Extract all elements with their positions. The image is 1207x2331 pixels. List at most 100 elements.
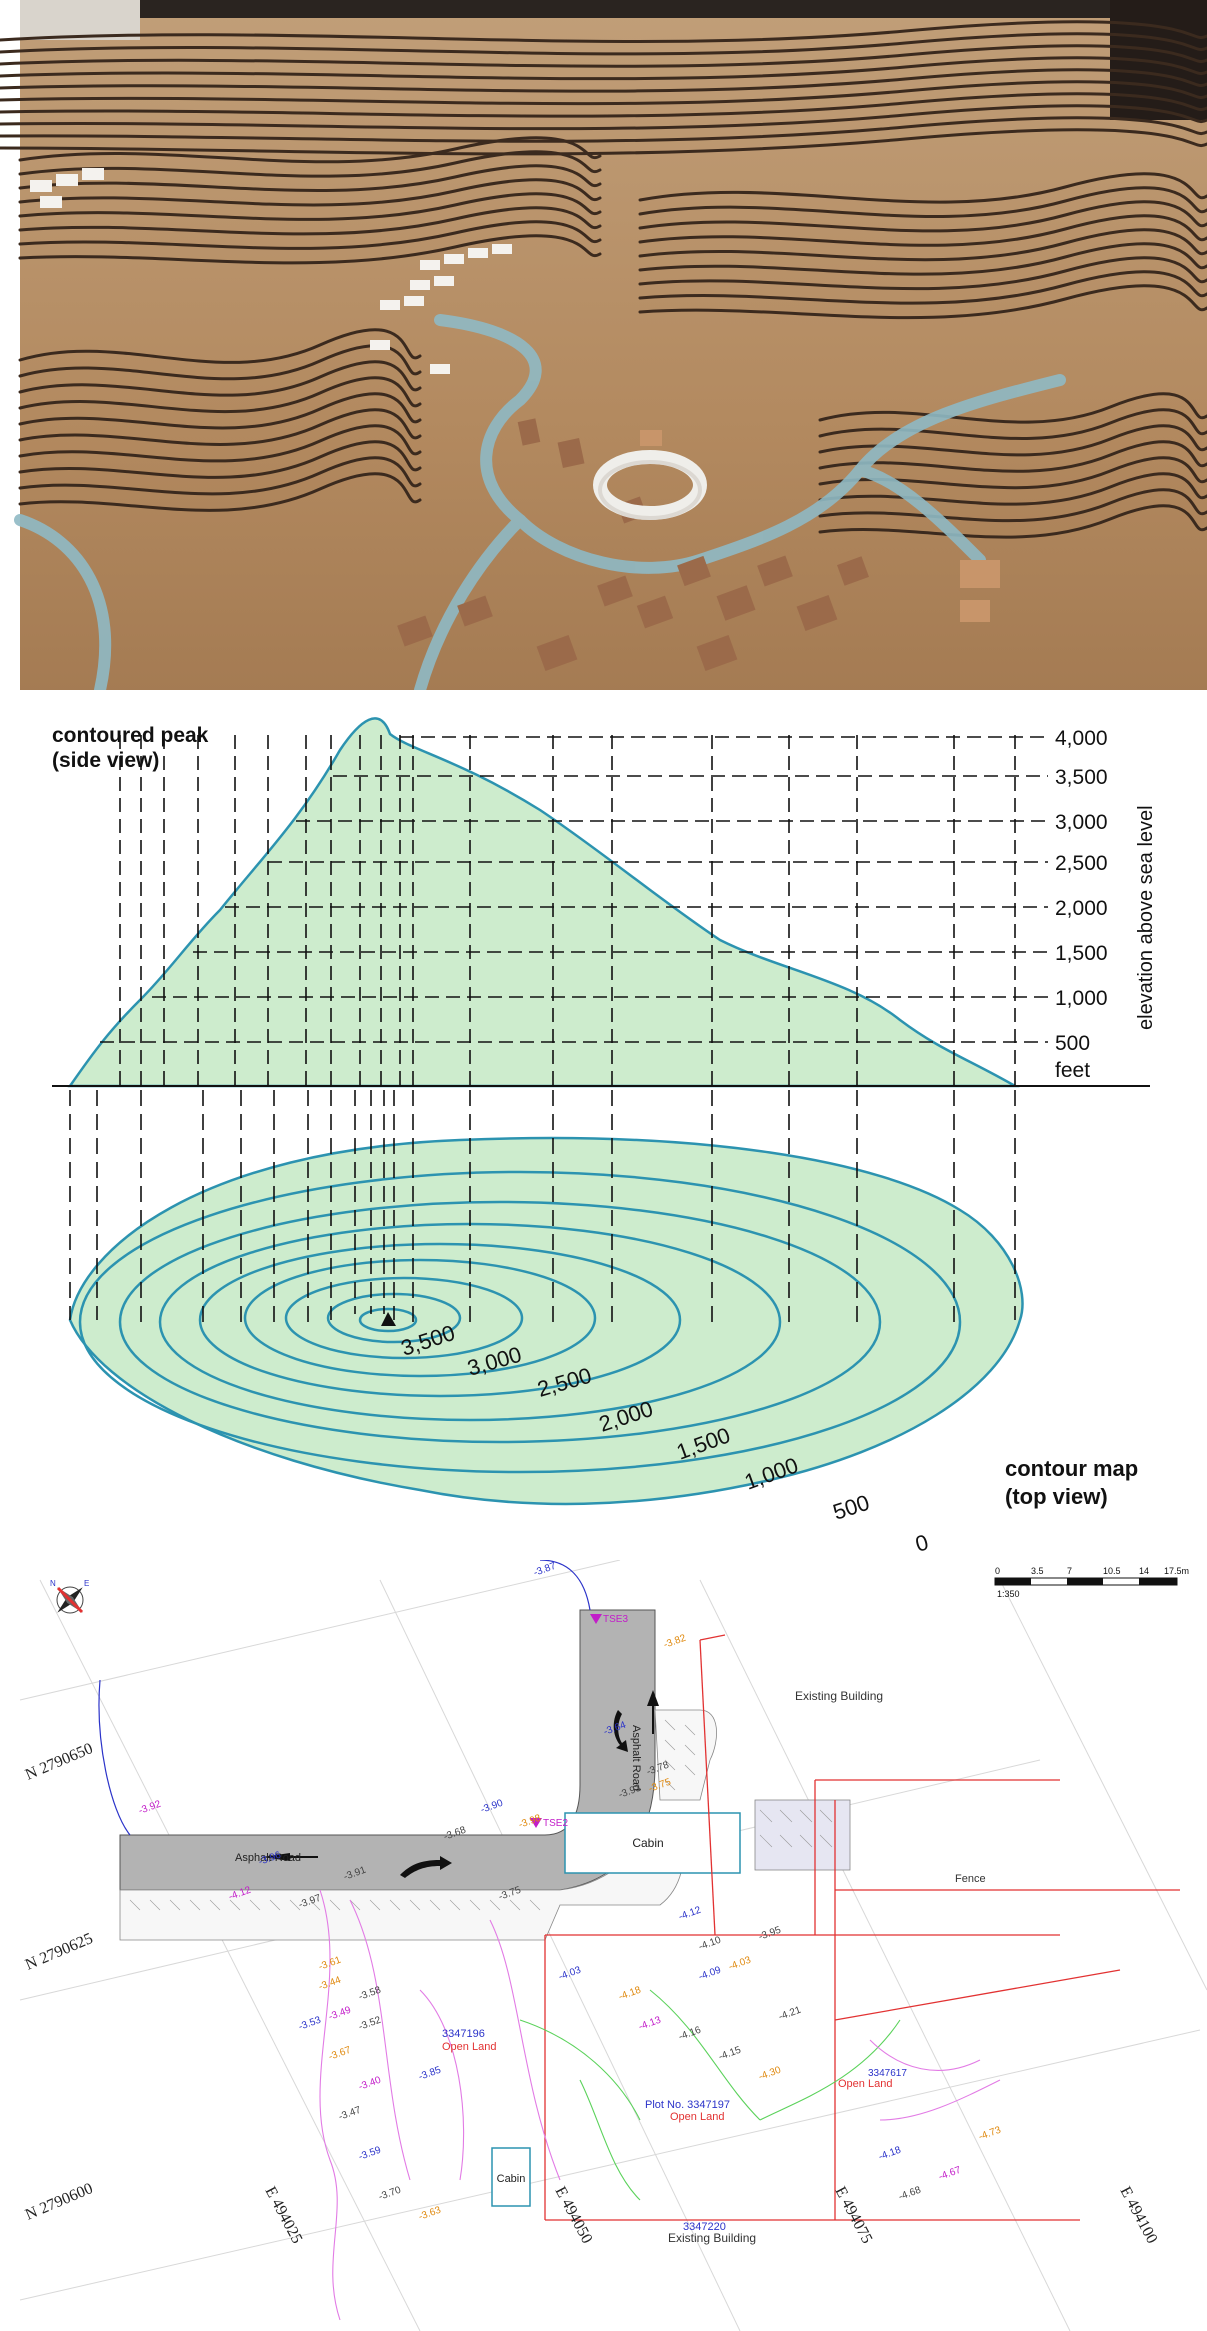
terrain-layer-edge bbox=[18, 150, 602, 178]
fence-label: Fence bbox=[955, 1873, 986, 1885]
contour-ring bbox=[243, 1258, 597, 1378]
spot-contours bbox=[319, 1889, 1001, 2321]
contour-0 bbox=[68, 1136, 1024, 1506]
stadium-ring bbox=[593, 450, 707, 520]
station-tse2-label: TSE2 bbox=[543, 1818, 568, 1829]
plot-boundaries bbox=[544, 1634, 1180, 2221]
road-label-vertical: Asphalt Road bbox=[630, 1725, 642, 1791]
terrain-layer-edge bbox=[18, 440, 422, 479]
summit-triangle-icon bbox=[381, 1312, 396, 1326]
elevation-label: 4,000 bbox=[1055, 727, 1108, 750]
terrain-layer-edge bbox=[18, 376, 422, 414]
terrain-layer-edge bbox=[818, 472, 1207, 506]
side-view-subtitle: (side view) bbox=[52, 749, 159, 772]
elevation-label: 3,500 bbox=[1055, 766, 1108, 789]
scale-ratio: 1:350 bbox=[997, 1589, 1020, 1599]
scale-tick-label: 0 bbox=[995, 1566, 1000, 1576]
terrain-layer-edge bbox=[0, 80, 1207, 106]
terrain-layer-edge bbox=[18, 234, 602, 265]
contour-ring bbox=[198, 1242, 682, 1398]
terrain-layer-edge bbox=[18, 360, 422, 397]
cabin-small-label: Cabin bbox=[497, 2173, 526, 2185]
white-houses bbox=[30, 168, 512, 374]
contour-ring bbox=[78, 1170, 962, 1474]
elevation-label: 2,500 bbox=[1055, 852, 1108, 875]
terrain-layer-edge bbox=[818, 456, 1207, 490]
scale-tick-label: 10.5 bbox=[1103, 1566, 1121, 1576]
terrain-layer-edge bbox=[638, 200, 1207, 233]
plot-mid-number: Plot No. 3347197 bbox=[645, 2099, 730, 2111]
projection-lines bbox=[69, 1090, 1016, 1330]
terrain-layer-edge bbox=[638, 228, 1207, 262]
terrain-layer-edge bbox=[638, 242, 1207, 276]
terrain-layer-edge bbox=[18, 408, 422, 446]
terrain-layer-edge bbox=[18, 328, 422, 364]
access-curve bbox=[539, 1560, 591, 1611]
paving-hatch bbox=[129, 1719, 833, 1911]
plot-left-number: 3347196 bbox=[442, 2028, 485, 2040]
terrain-layer-edge bbox=[18, 344, 422, 381]
svg-text:N: N bbox=[50, 1579, 56, 1588]
scale-tick-label: 14 bbox=[1139, 1566, 1149, 1576]
scale-tick-label: 17.5m bbox=[1164, 1566, 1189, 1576]
plot-left-use: Open Land bbox=[442, 2041, 496, 2053]
terrain-layer-edge bbox=[0, 32, 1207, 56]
terrain-layer-edge bbox=[0, 128, 1207, 156]
terrain-layer-edge bbox=[18, 206, 602, 236]
terrain-model-photo bbox=[0, 0, 1207, 690]
terrain-layer-edge bbox=[18, 472, 422, 512]
existing-building-bottom: Existing Building bbox=[668, 2231, 756, 2245]
terrain-layer-edge bbox=[638, 270, 1207, 305]
elevation-axis-label: elevation above sea level bbox=[1135, 805, 1157, 1030]
compass-rose-icon: N E bbox=[50, 1579, 89, 1614]
terrain-layer-edge bbox=[818, 424, 1207, 457]
elevation-label: 1,000 bbox=[1055, 987, 1108, 1010]
terrain-layer-edge bbox=[818, 504, 1207, 539]
terrain-layer-edge bbox=[18, 178, 602, 207]
top-view-subtitle: (top view) bbox=[1005, 1484, 1108, 1509]
plot-right-use: Open Land bbox=[838, 2078, 892, 2090]
unit-label: feet bbox=[1055, 1059, 1090, 1082]
side-view-mound bbox=[67, 717, 1020, 1088]
terrain-layer-edge bbox=[18, 392, 422, 430]
contour-label: 500 bbox=[830, 1490, 873, 1525]
scale-tick-label: 3.5 bbox=[1031, 1566, 1044, 1576]
river bbox=[14, 314, 1066, 690]
terrain-layer-edge bbox=[0, 20, 1207, 43]
scale-bar: 0 3.5 7 10.5 14 17.5m 1:350 bbox=[994, 1566, 1189, 1599]
terrain-layer-edge bbox=[18, 456, 422, 496]
west-curve bbox=[98, 1679, 131, 1836]
cabin-small bbox=[491, 2147, 531, 2207]
paving-areas bbox=[119, 1709, 851, 1941]
terrain-contour-layers bbox=[0, 20, 1207, 539]
top-view-contours bbox=[68, 1136, 1024, 1506]
cabin-large-label: Cabin bbox=[632, 1836, 663, 1850]
scale-tick-label: 7 bbox=[1067, 1566, 1072, 1576]
road-label-horizontal: Asphalt Road bbox=[235, 1852, 301, 1864]
terrain-layer-edge bbox=[818, 488, 1207, 523]
existing-building-top: Existing Building bbox=[795, 1689, 883, 1703]
station-tse3-label: TSE3 bbox=[603, 1614, 628, 1625]
terrain-layer-edge bbox=[638, 186, 1207, 218]
side-view-title: contoured peak bbox=[52, 724, 209, 747]
top-view-title: contour map bbox=[1005, 1456, 1138, 1481]
terrain-layer-edge bbox=[0, 116, 1207, 143]
contour-ring bbox=[358, 1307, 418, 1333]
terrain-layer-edge bbox=[0, 104, 1207, 131]
elevation-label: 500 bbox=[1055, 1032, 1090, 1055]
station-tse2-icon bbox=[530, 1818, 542, 1828]
terrain-layer-edge bbox=[18, 424, 422, 463]
terrain-layer-edge bbox=[0, 92, 1207, 118]
plot-bottom-number: 3347220 bbox=[683, 2221, 726, 2233]
terrain-layer-edge bbox=[18, 164, 602, 193]
plot-right-number: 3347617 bbox=[868, 2068, 907, 2079]
terrain-layer-edge bbox=[638, 284, 1207, 320]
elevation-label: 1,500 bbox=[1055, 942, 1108, 965]
terrain-layer-edge bbox=[0, 44, 1207, 68]
road-direction-arrows-icon bbox=[262, 1690, 659, 1878]
terrain-layer-edge bbox=[18, 220, 602, 250]
station-tse3-icon bbox=[590, 1614, 602, 1624]
